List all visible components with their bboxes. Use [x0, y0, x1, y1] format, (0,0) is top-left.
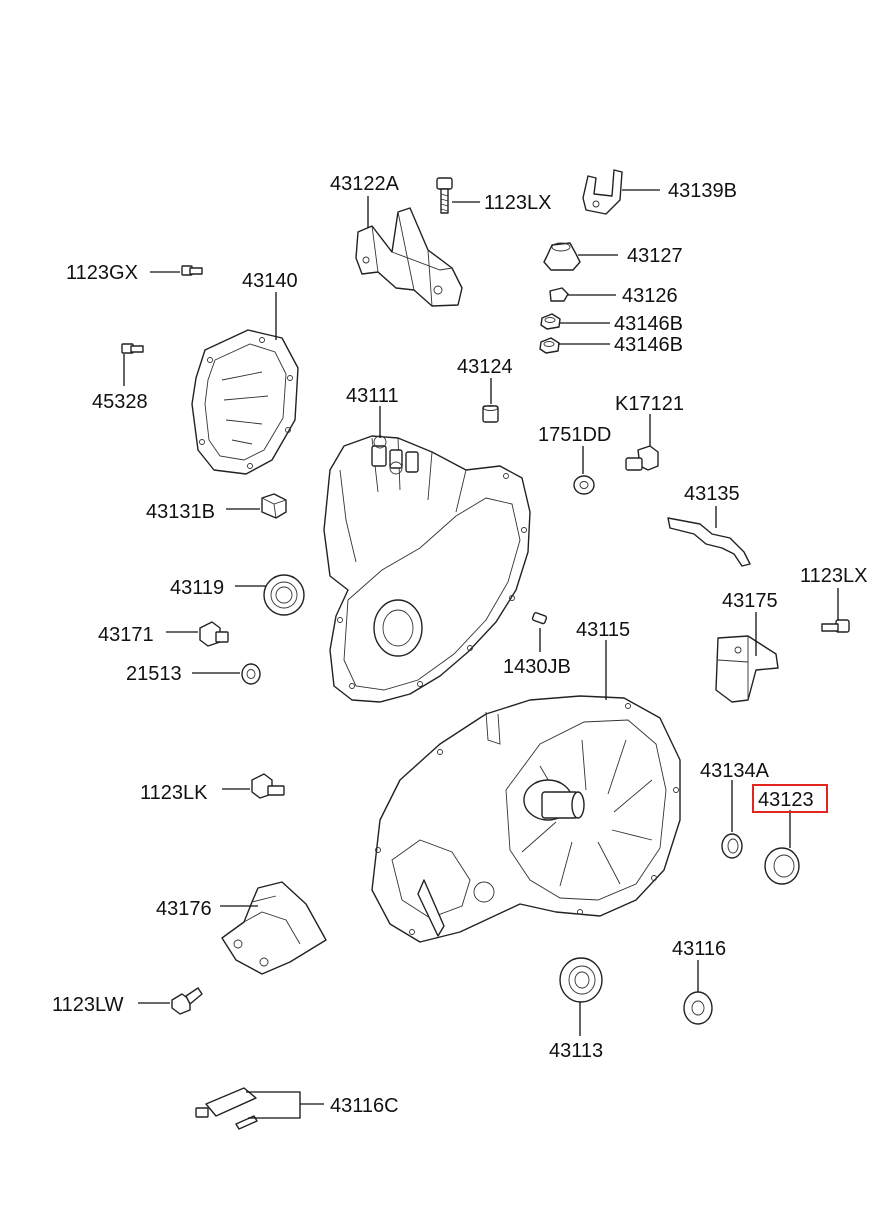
label-1123LX-right[interactable]: 1123LX [800, 565, 867, 587]
part-1123LW-bolt-drawing[interactable] [171, 987, 203, 1015]
part-K17121-plug-drawing[interactable] [625, 445, 659, 471]
label-1751DD[interactable]: 1751DD [538, 424, 611, 446]
label-43146B-2[interactable]: 43146B [614, 334, 683, 356]
label-1123LK[interactable]: 1123LK [140, 782, 208, 804]
label-43140[interactable]: 43140 [242, 270, 298, 292]
label-21513[interactable]: 21513 [126, 663, 182, 685]
label-43175[interactable]: 43175 [722, 590, 778, 612]
label-43127[interactable]: 43127 [627, 245, 683, 267]
label-43115[interactable]: 43115 [576, 619, 630, 641]
part-1123GX-bolt-drawing[interactable] [181, 265, 203, 276]
part-43116C-sealant-drawing[interactable] [195, 1087, 258, 1130]
part-45328-bolt-drawing[interactable] [121, 343, 144, 354]
label-43111[interactable]: 43111 [346, 385, 399, 407]
leader-lines [123, 189, 839, 1119]
label-43116C[interactable]: 43116C [330, 1095, 399, 1117]
part-43126-bushing-drawing[interactable] [549, 287, 569, 302]
label-43122A[interactable]: 43122A [330, 173, 400, 195]
part-1123LX-right-bolt-drawing[interactable] [821, 619, 850, 633]
part-43119-bearing-drawing[interactable] [263, 574, 305, 616]
label-43116[interactable]: 43116 [672, 938, 726, 960]
part-21513-washer-drawing[interactable] [241, 663, 261, 685]
part-43135-guide-drawing[interactable] [667, 517, 751, 567]
label-K17121[interactable]: K17121 [615, 393, 684, 415]
label-43124[interactable]: 43124 [457, 356, 513, 378]
part-1430JB-pin-drawing[interactable] [531, 612, 548, 625]
part-43111-case-drawing[interactable] [323, 435, 531, 703]
part-43124-sleeve-drawing[interactable] [482, 405, 499, 423]
label-43113[interactable]: 43113 [549, 1040, 603, 1062]
part-43146B-nut-1-drawing[interactable] [540, 313, 561, 330]
label-43139B[interactable]: 43139B [668, 180, 737, 202]
label-45328[interactable]: 45328 [92, 391, 148, 413]
label-43134A[interactable]: 43134A [700, 760, 770, 782]
label-1430JB[interactable]: 1430JB [503, 656, 571, 678]
part-43146B-nut-2-drawing[interactable] [539, 337, 560, 354]
part-1751DD-washer-drawing[interactable] [573, 475, 595, 495]
label-1123LW[interactable]: 1123LW [52, 994, 124, 1016]
label-43119[interactable]: 43119 [170, 577, 224, 599]
part-43123-seal-drawing[interactable] [764, 847, 800, 885]
label-43146B-1[interactable]: 43146B [614, 313, 683, 335]
label-1123GX[interactable]: 1123GX [66, 262, 138, 284]
label-43126[interactable]: 43126 [622, 285, 678, 307]
part-1123LX-top-bolt-drawing[interactable] [436, 177, 453, 214]
label-43135[interactable]: 43135 [684, 483, 740, 505]
label-43176[interactable]: 43176 [156, 898, 212, 920]
part-43122A-bracket-drawing[interactable] [355, 207, 463, 307]
part-43139B-bracket-drawing[interactable] [582, 169, 623, 215]
part-1123LK-bolt-drawing[interactable] [251, 773, 285, 799]
part-43134A-seal-drawing[interactable] [721, 833, 743, 859]
part-43140-cover-drawing[interactable] [191, 329, 299, 475]
label-43123[interactable]: 43123 [758, 789, 814, 811]
part-43127-cap-drawing[interactable] [543, 242, 581, 271]
part-43116-shim-drawing[interactable] [683, 991, 713, 1025]
highlight-box-43123 [752, 784, 828, 813]
part-43115-housing-drawing[interactable] [371, 695, 681, 943]
part-43131B-block-drawing[interactable] [261, 493, 287, 519]
label-43171[interactable]: 43171 [98, 624, 154, 646]
part-43175-bracket-drawing[interactable] [715, 635, 779, 703]
part-43176-plate-drawing[interactable] [221, 881, 327, 975]
label-1123LX-top[interactable]: 1123LX [484, 192, 551, 214]
label-43131B[interactable]: 43131B [146, 501, 215, 523]
part-43113-bearing-drawing[interactable] [559, 957, 603, 1003]
part-43171-plug-drawing[interactable] [199, 621, 229, 647]
